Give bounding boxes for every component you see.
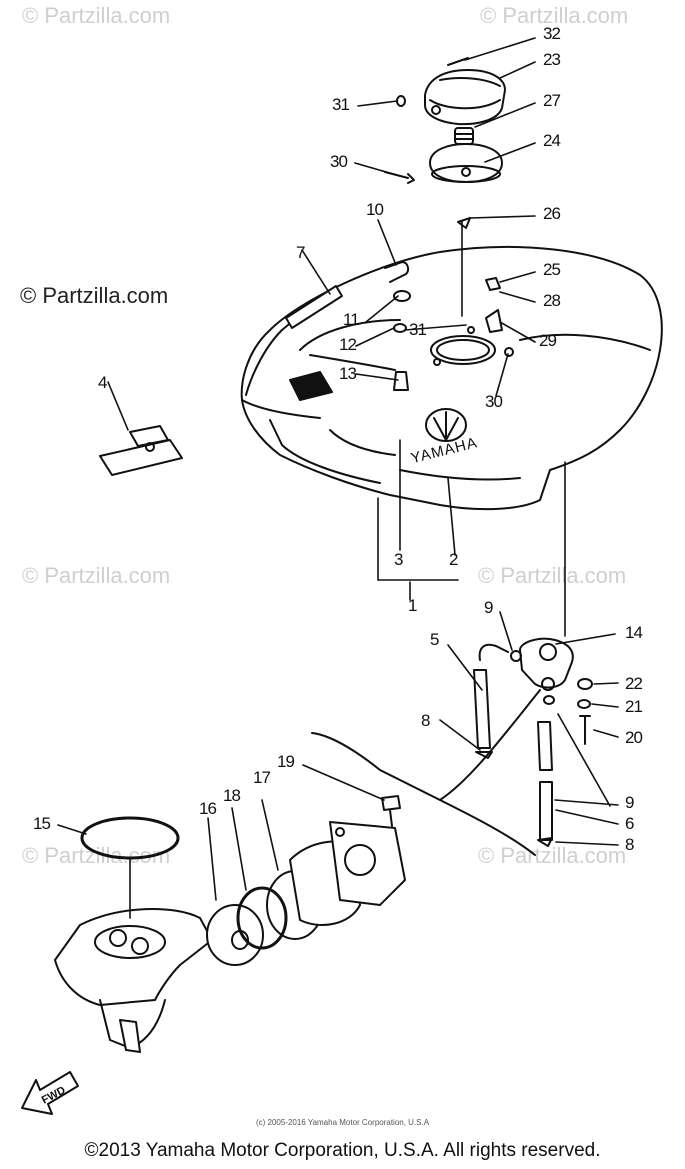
callout-31: 31 [332,95,350,114]
callout-3: 3 [394,550,404,569]
o-ring-15 [80,816,180,860]
cap-31-ring [396,95,406,107]
pump-cover [289,821,406,926]
diaphragm-16 [206,904,264,966]
callout-29: 29 [539,331,557,350]
callout-13: 13 [339,364,357,383]
small-copyright: (c) 2005-2016 Yamaha Motor Corporation, … [255,1118,430,1127]
callout-7: 7 [296,243,306,262]
leader-lines [57,37,619,919]
callout-8b: 8 [625,835,635,854]
callout-17: 17 [253,768,271,787]
callout-6: 6 [625,814,635,833]
footer-copyright: ©2013 Yamaha Motor Corporation, U.S.A. A… [84,1140,601,1161]
callout-19: 19 [277,752,295,771]
fuel-line-2 [439,689,541,801]
ring-18 [236,886,288,950]
fwd-arrow-icon [21,1071,79,1115]
callout-2: 2 [449,550,459,569]
callout-21: 21 [625,697,643,716]
clip-8 [475,751,553,847]
callout-20: 20 [625,728,643,747]
callout-16: 16 [199,799,217,818]
callout-25: 25 [543,260,561,279]
callout-28: 28 [543,291,561,310]
cap-23-cover [424,69,506,126]
watermark: © Partzilla.com [22,563,171,588]
watermark: © Partzilla.com [22,3,171,28]
petcock-14 [510,637,574,691]
bracket-4 [99,425,183,476]
hose-6 [537,721,553,841]
watermark: © Partzilla.com [478,843,627,868]
callout-26: 26 [543,204,561,223]
callout-14: 14 [625,623,643,642]
callout-10: 10 [366,200,384,219]
callout-5: 5 [430,630,440,649]
screw-19 [381,795,401,827]
callout-30b: 30 [485,392,503,411]
callout-31b: 31 [409,320,427,339]
callout-30: 30 [330,152,348,171]
callout-23: 23 [543,50,561,69]
callout-22: 22 [625,674,643,693]
callout-8: 8 [421,711,431,730]
fuel-tank [240,217,663,511]
callout-15: 15 [33,814,51,833]
cap-24-diaphragm [429,143,503,183]
callout-32: 32 [543,24,561,43]
cap-27-spring [454,127,474,145]
callout-9: 9 [484,598,494,617]
callout-12: 12 [339,335,357,354]
watermark-dark: © Partzilla.com [20,283,169,308]
callout-1: 1 [408,596,418,615]
callout-27: 27 [543,91,561,110]
screws-20-22 [543,678,593,745]
callout-24: 24 [543,131,561,150]
callout-4: 4 [98,373,108,392]
hose-5 [473,643,509,749]
callout-11: 11 [343,310,360,329]
cap-32-pin [447,57,469,66]
tank-brand-text: YAMAHA [409,434,479,467]
watermark: © Partzilla.com [480,3,629,28]
pump-body [54,908,213,1053]
watermark: © Partzilla.com [478,563,627,588]
callout-9b: 9 [625,793,635,812]
callout-18: 18 [223,786,241,805]
